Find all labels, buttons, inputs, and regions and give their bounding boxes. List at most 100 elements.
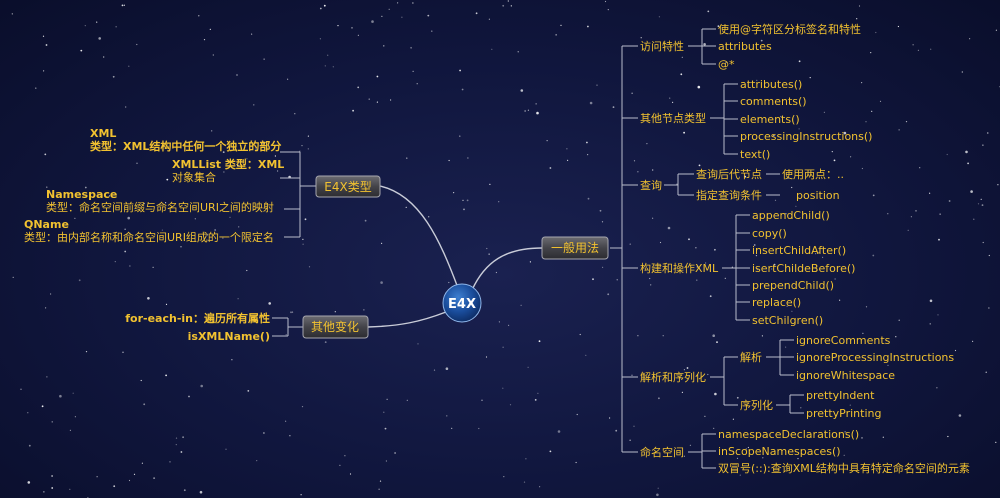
access-item-0: 使用@字符区分标签名和特性 — [718, 22, 861, 36]
star — [45, 44, 48, 46]
star — [981, 204, 984, 207]
star — [433, 369, 436, 371]
star — [445, 367, 449, 371]
star — [381, 242, 383, 244]
build-label[interactable]: 构建和操作XML — [640, 261, 719, 275]
star — [481, 399, 483, 401]
star — [586, 141, 588, 144]
star — [602, 266, 604, 268]
type-namespace-desc: 类型：命名空间前缀与命名空间URI之间的映射 — [46, 200, 274, 214]
star — [412, 2, 414, 4]
star — [631, 92, 633, 94]
star — [459, 69, 461, 72]
nodes-item-2: elements() — [740, 113, 800, 126]
star — [379, 480, 382, 482]
center-node[interactable]: E4X — [442, 283, 482, 323]
star — [650, 284, 652, 286]
star — [364, 219, 367, 222]
star — [448, 159, 450, 162]
star — [188, 395, 190, 398]
star — [161, 229, 163, 231]
topic-e4x-types[interactable]: E4X类型 — [315, 175, 381, 198]
star — [417, 343, 419, 345]
star — [724, 277, 726, 279]
star — [467, 157, 469, 159]
access-item-1: attributes — [718, 40, 772, 53]
star — [507, 0, 509, 2]
star — [707, 10, 710, 13]
star — [385, 460, 387, 462]
star — [285, 334, 287, 336]
star — [74, 416, 76, 418]
star — [616, 279, 618, 281]
star — [502, 387, 504, 389]
star — [905, 121, 908, 123]
star — [299, 150, 301, 152]
star — [20, 388, 22, 390]
branch-node-types: 其他节点类型 attributes() comments() elements(… — [640, 78, 872, 161]
topic-general-usage[interactable]: 一般用法 — [541, 236, 609, 260]
connector-center-types — [379, 185, 459, 289]
ns-label[interactable]: 命名空间 — [640, 445, 684, 459]
star — [127, 216, 130, 220]
star — [386, 398, 388, 400]
star — [629, 439, 631, 441]
star — [123, 4, 125, 6]
star — [549, 450, 552, 453]
star — [253, 104, 255, 106]
star — [822, 256, 824, 258]
star — [683, 455, 686, 457]
access-item-2: @* — [718, 58, 735, 71]
star — [302, 238, 304, 240]
star — [324, 65, 326, 67]
star — [475, 12, 478, 15]
star — [169, 461, 171, 463]
star — [302, 243, 304, 245]
star — [140, 379, 142, 382]
topic-general-usage-label: 一般用法 — [551, 240, 599, 255]
star — [453, 192, 455, 194]
star — [175, 437, 178, 439]
query-label[interactable]: 查询 — [640, 178, 662, 192]
star — [349, 473, 352, 475]
build-item-3: isertChildeBefore() — [752, 262, 855, 275]
star — [958, 414, 962, 417]
star — [919, 167, 921, 169]
query-sub2-label: 指定查询条件 — [696, 188, 762, 202]
star — [115, 26, 117, 28]
star — [307, 148, 309, 150]
star — [84, 186, 87, 189]
star — [576, 413, 578, 416]
star — [937, 314, 939, 316]
nodes-label[interactable]: 其他节点类型 — [640, 111, 706, 125]
star — [954, 349, 957, 352]
star — [523, 481, 526, 483]
star — [520, 89, 524, 92]
star — [929, 299, 933, 303]
star — [662, 335, 664, 337]
star — [529, 261, 532, 263]
type-xmllist-title: XMLList 类型：XML — [172, 157, 284, 171]
star — [143, 203, 145, 205]
star — [858, 5, 861, 7]
star — [307, 135, 309, 137]
connector-center-usage — [471, 247, 543, 291]
parse-label[interactable]: 解析和序列化 — [640, 370, 706, 384]
nodes-item-3: processingInstructions() — [740, 130, 872, 143]
star — [995, 441, 997, 443]
star — [688, 238, 690, 241]
star — [760, 39, 763, 42]
star — [502, 346, 504, 348]
star — [388, 8, 390, 10]
star — [712, 334, 715, 338]
serial-sub-label: 序列化 — [740, 398, 773, 412]
star — [587, 154, 589, 156]
access-label[interactable]: 访问特性 — [640, 39, 684, 53]
star — [371, 20, 374, 23]
star — [410, 46, 412, 49]
star — [676, 183, 678, 185]
star — [175, 444, 177, 446]
star — [485, 356, 488, 358]
star — [791, 310, 793, 312]
topic-other-changes[interactable]: 其他变化 — [302, 315, 369, 339]
